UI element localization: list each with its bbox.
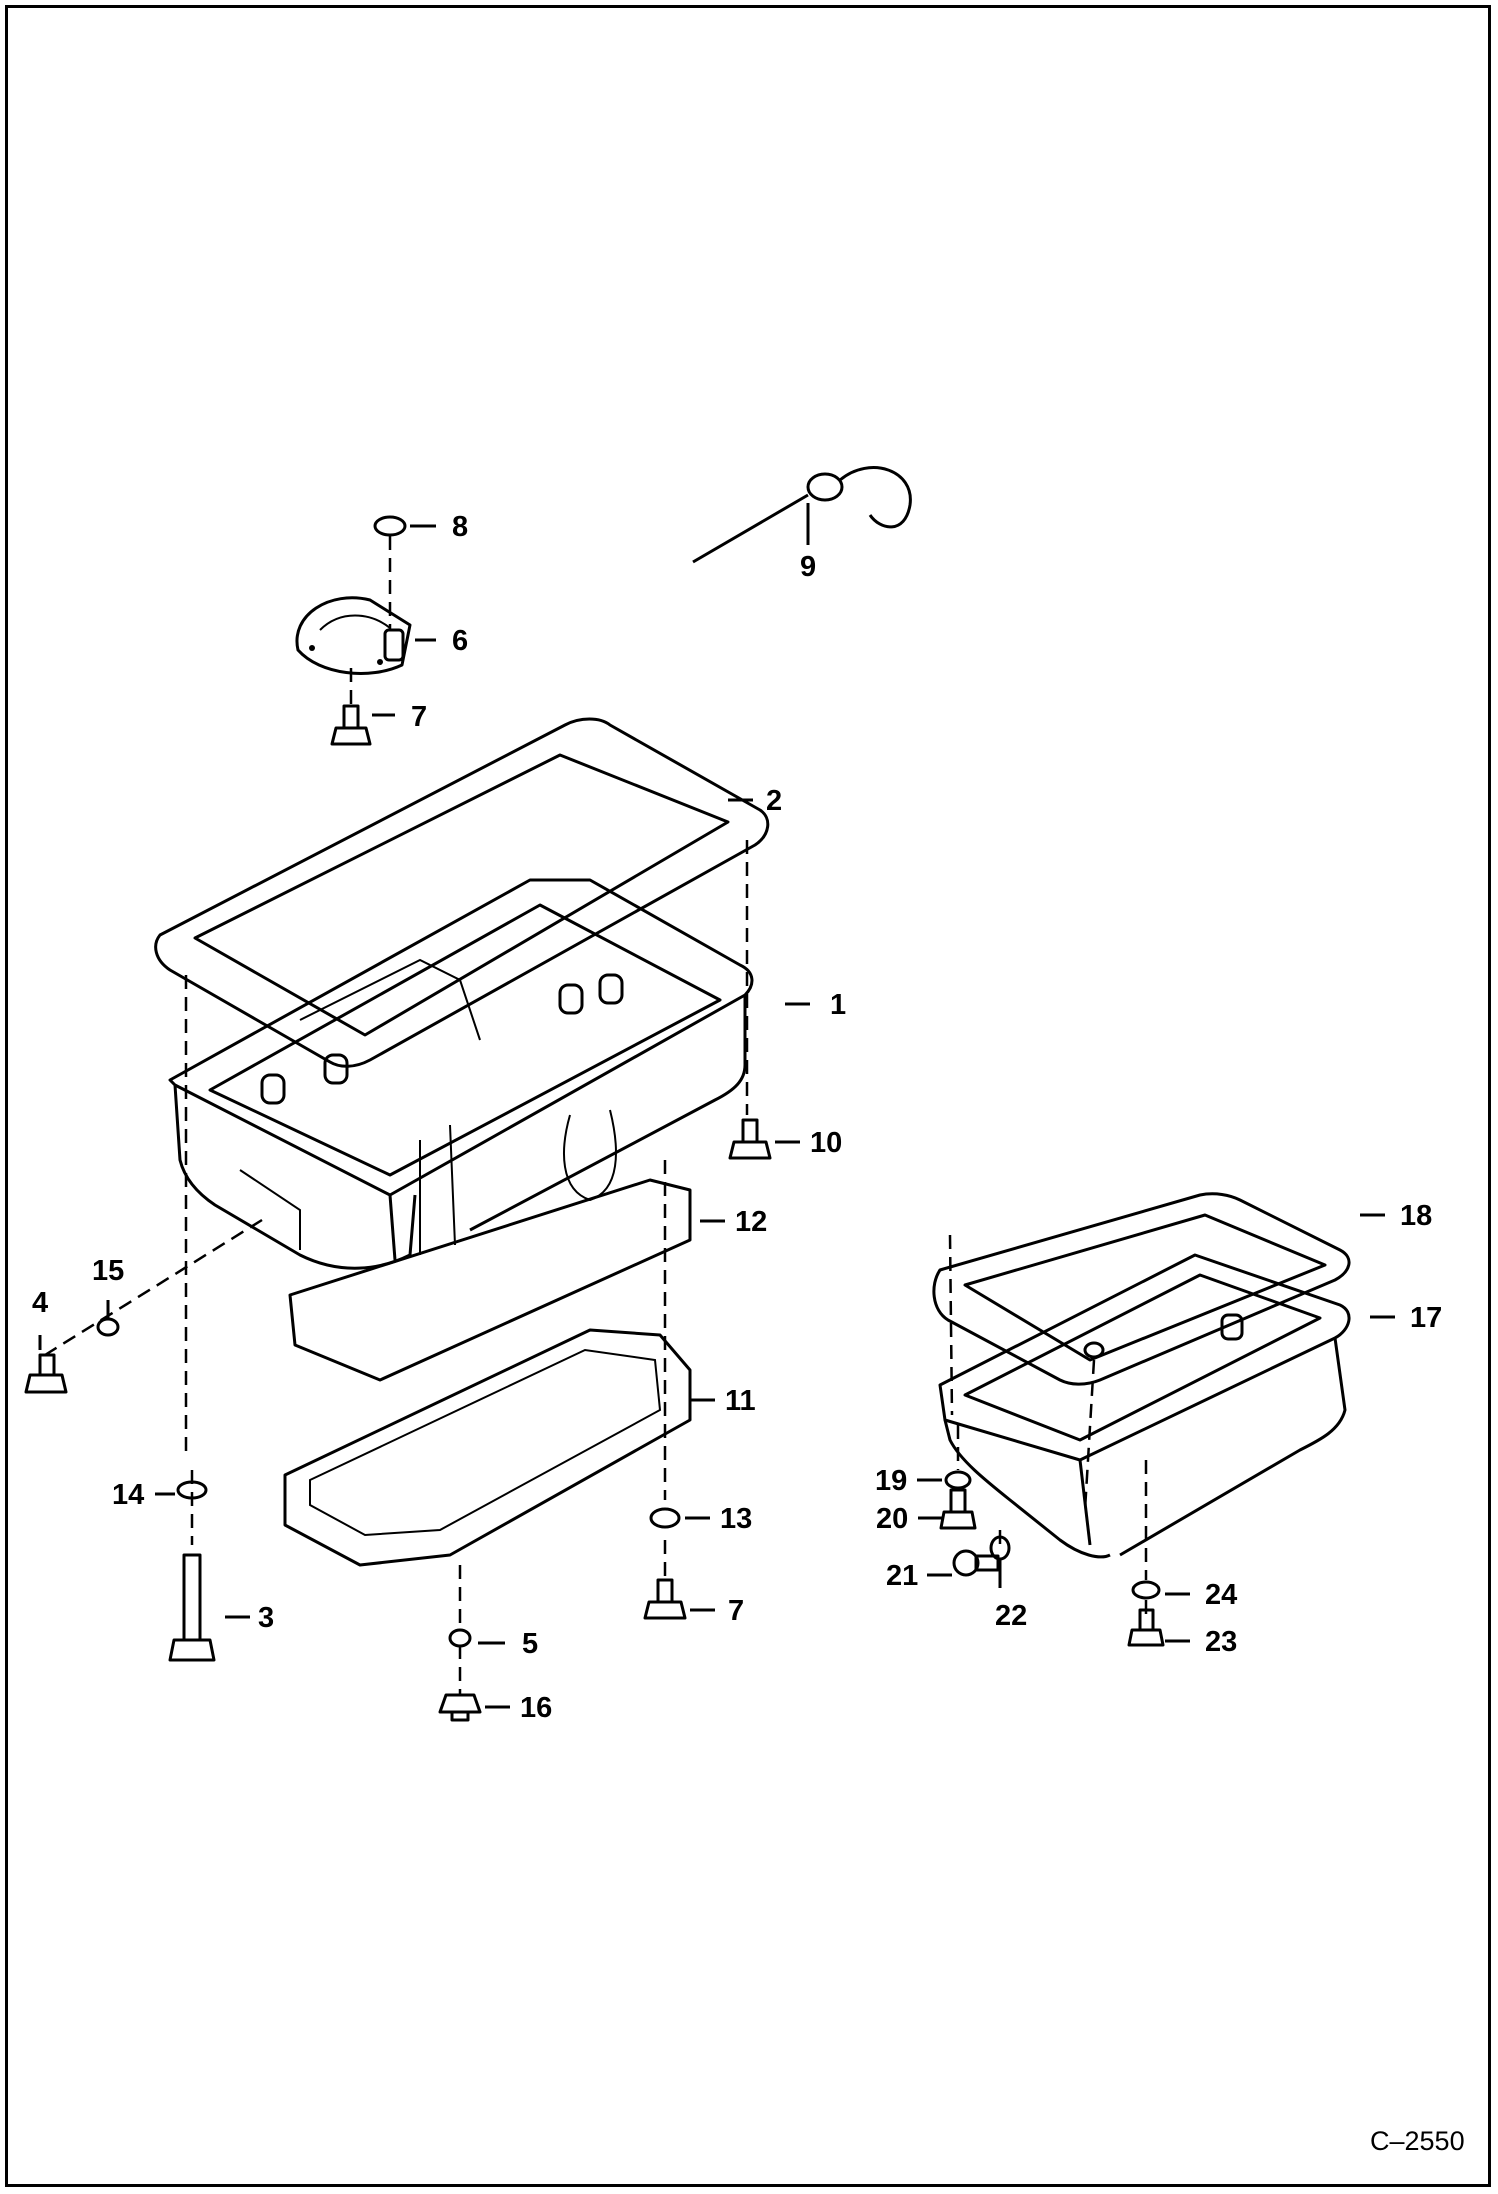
bolt-20 (939, 1488, 977, 1530)
baffle-plate (283, 1328, 692, 1567)
callout-1: 1 (830, 989, 846, 1021)
callout-16: 16 (520, 1692, 552, 1724)
callout-7-upper: 7 (411, 701, 427, 733)
callout-21: 21 (886, 1560, 918, 1592)
bolt-23 (1127, 1608, 1165, 1647)
callout-6: 6 (452, 625, 468, 657)
callout-2: 2 (766, 785, 782, 817)
dipstick (692, 466, 912, 564)
callout-5: 5 (522, 1628, 538, 1660)
washer-14 (176, 1480, 208, 1500)
washer-24 (1131, 1580, 1161, 1600)
bolt-7-lower (643, 1578, 687, 1620)
washer-5 (448, 1628, 472, 1648)
oil-pan-gasket-upper (154, 717, 770, 1068)
callout-23: 23 (1205, 1626, 1237, 1658)
long-bolt-3 (168, 1553, 216, 1662)
callout-10: 10 (810, 1127, 842, 1159)
callout-11: 11 (725, 1385, 756, 1417)
callout-leaders (38, 503, 1395, 1709)
drain-plug-16 (438, 1693, 482, 1722)
callout-8: 8 (452, 511, 468, 543)
callout-17: 17 (1410, 1302, 1442, 1334)
callout-4: 4 (32, 1287, 48, 1319)
drain-bolt-21 (952, 1549, 1000, 1577)
washer-22 (989, 1535, 1011, 1561)
bolt-4 (24, 1353, 68, 1394)
washer-13 (649, 1507, 681, 1529)
assembly-lines (44, 536, 1148, 1695)
oil-pan (168, 878, 754, 1270)
dipstick-tube-bracket (295, 596, 412, 675)
callout-22: 22 (995, 1600, 1027, 1632)
bolt-10 (728, 1118, 772, 1160)
callout-13: 13 (720, 1503, 752, 1535)
callout-24: 24 (1205, 1579, 1237, 1611)
washer-19 (944, 1470, 972, 1490)
callout-12: 12 (735, 1206, 767, 1238)
small-pan-gasket (932, 1192, 1351, 1386)
callout-9: 9 (800, 551, 816, 583)
callout-18: 18 (1400, 1200, 1432, 1232)
callout-15: 15 (92, 1255, 124, 1287)
drawing-border (5, 5, 1491, 2187)
callout-labels: 8 9 6 7 2 1 10 12 15 4 11 14 13 3 7 5 16… (32, 511, 1442, 1724)
callout-3: 3 (258, 1602, 274, 1634)
callout-7-lower: 7 (728, 1595, 744, 1627)
bolt-upper (330, 704, 372, 746)
o-ring (373, 515, 407, 537)
callout-14: 14 (112, 1479, 144, 1511)
callout-20: 20 (876, 1503, 908, 1535)
baffle-plate-gasket (288, 1178, 692, 1382)
callout-19: 19 (875, 1465, 907, 1497)
figure-code: C–2550 (1370, 2126, 1465, 2156)
plug-15 (96, 1317, 120, 1337)
